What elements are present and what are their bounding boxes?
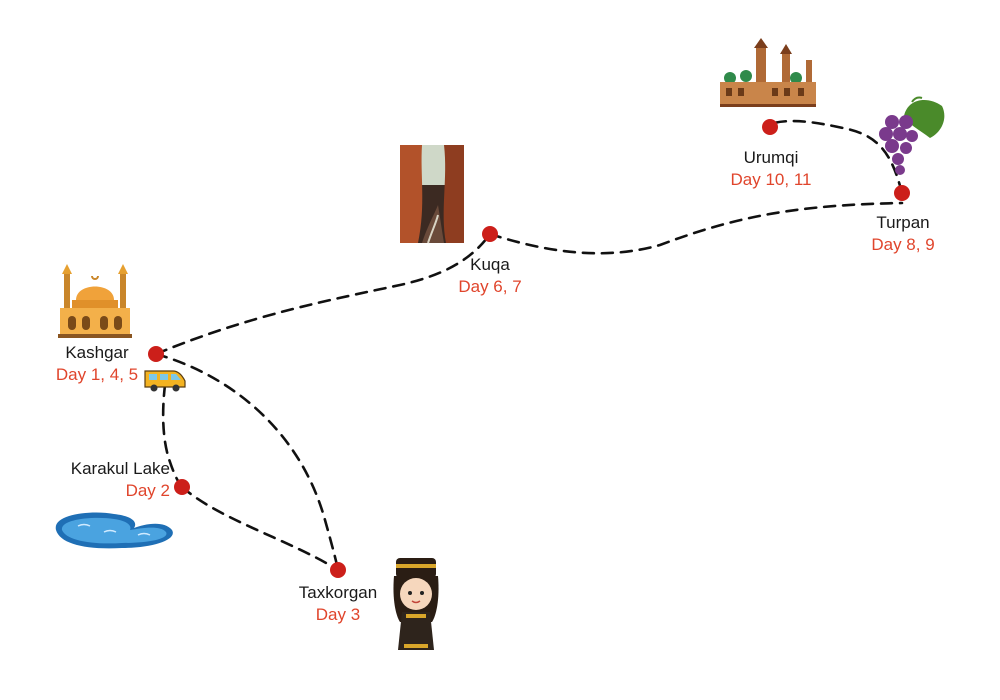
- route-kashgar-kuqa: [154, 232, 492, 356]
- stop-label-taxkorgan: Taxkorgan Day 3: [299, 582, 377, 626]
- stop-days-taxkorgan: Day 3: [315, 605, 361, 624]
- lake-icon: [55, 512, 173, 549]
- stop-marker-taxkorgan[interactable]: [330, 562, 346, 578]
- stop-name-kuqa: Kuqa: [470, 255, 510, 274]
- tajik-girl-icon: [393, 558, 439, 650]
- stop-days-kashgar: Day 1, 4, 5: [55, 365, 139, 384]
- stop-marker-kashgar[interactable]: [148, 346, 164, 362]
- stop-marker-turpan[interactable]: [894, 185, 910, 201]
- stop-label-kashgar: Kashgar Day 1, 4, 5: [56, 342, 138, 386]
- stop-name-kashgar: Kashgar: [65, 343, 129, 362]
- van-icon: [144, 370, 186, 392]
- stop-days-kuqa: Day 6, 7: [458, 277, 522, 296]
- stop-label-urumqi: Urumqi Day 10, 11: [731, 147, 812, 191]
- canyon-icon: [400, 145, 464, 244]
- stop-marker-urumqi[interactable]: [762, 119, 778, 135]
- stop-name-karakul: Karakul Lake: [70, 459, 170, 478]
- route-turpan-urumqi: [768, 119, 904, 195]
- stop-label-kuqa: Kuqa Day 6, 7: [458, 254, 521, 298]
- stop-days-karakul: Day 2: [125, 481, 170, 500]
- stop-marker-karakul[interactable]: [174, 479, 190, 495]
- stop-label-karakul: Karakul Lake Day 2: [50, 458, 170, 502]
- bazaar-icon: [720, 38, 816, 107]
- route-kashgar-taxkorgan: [154, 352, 340, 572]
- route-kuqa-turpan: [488, 201, 904, 255]
- stop-marker-kuqa[interactable]: [482, 226, 498, 242]
- mosque-icon: [58, 264, 132, 338]
- stop-name-urumqi: Urumqi: [743, 148, 799, 167]
- stop-days-turpan: Day 8, 9: [871, 235, 935, 254]
- stop-days-urumqi: Day 10, 11: [730, 170, 812, 189]
- route-karakul-taxkorgan: [180, 485, 340, 572]
- grapes-icon: [879, 96, 945, 175]
- stop-name-taxkorgan: Taxkorgan: [298, 583, 378, 602]
- stop-label-turpan: Turpan Day 8, 9: [871, 212, 934, 256]
- stop-name-turpan: Turpan: [876, 213, 930, 232]
